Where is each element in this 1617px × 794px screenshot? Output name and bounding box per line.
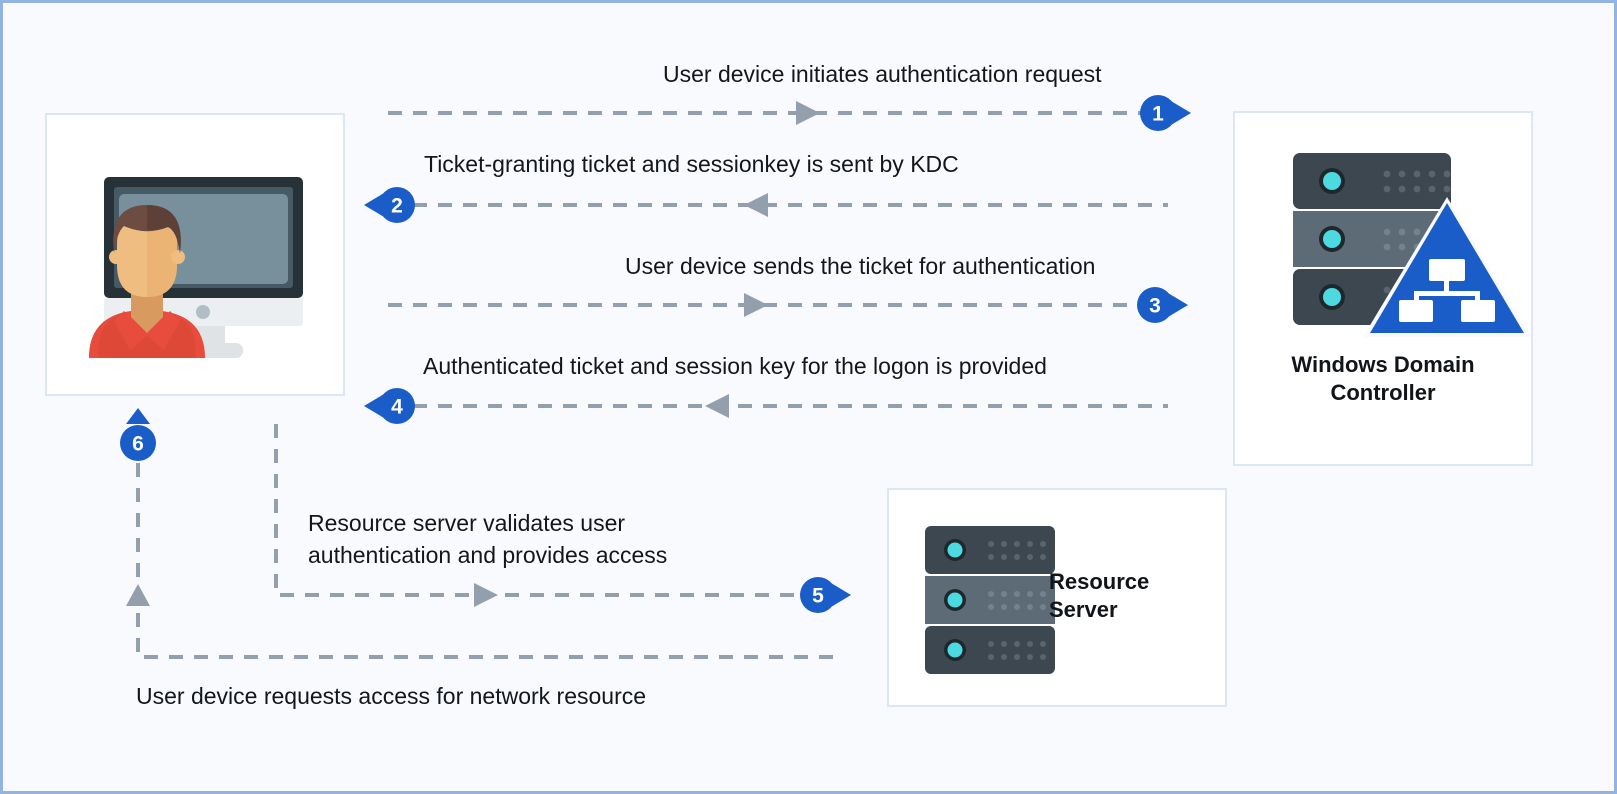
step-4-badge-tip bbox=[364, 394, 384, 418]
step-1-badge-number: 1 bbox=[1152, 103, 1164, 126]
step-5-label: Resource server validates user authentica… bbox=[308, 508, 667, 571]
server-stack-with-network-triangle-icon bbox=[1293, 153, 1531, 337]
user-at-computer-icon bbox=[89, 177, 303, 358]
step-6-badge-tip bbox=[126, 408, 150, 424]
rs-label-line2: Server bbox=[1049, 597, 1118, 623]
step-2-badge[interactable] bbox=[379, 187, 415, 223]
step-5-badge[interactable] bbox=[800, 577, 836, 613]
node-card-user-device[interactable] bbox=[45, 113, 345, 396]
step-4-badge[interactable] bbox=[379, 388, 415, 424]
step-2-badge-tip bbox=[364, 193, 384, 217]
step-5-label-line2: authentication and provides access bbox=[308, 541, 668, 568]
step-1-label: User device initiates authentication req… bbox=[663, 61, 1102, 87]
step-6-label: User device requests access for network … bbox=[136, 683, 647, 709]
step-4-arrowhead bbox=[705, 394, 729, 418]
step-1-badge-tip bbox=[1171, 101, 1191, 125]
step-5-badge-number: 5 bbox=[812, 585, 824, 608]
step-2-arrowhead bbox=[744, 193, 768, 217]
step-1-arrowhead bbox=[796, 101, 820, 125]
step-3-arrowhead bbox=[744, 293, 768, 317]
step-6-line bbox=[136, 463, 833, 659]
rs-label-line1: Resource bbox=[1049, 569, 1150, 594]
connector-layer: 1 2 3 4 5 6 bbox=[120, 95, 1191, 659]
step-5-label-line1: Resource server validates user bbox=[308, 510, 626, 536]
server-stack-icon bbox=[925, 526, 1055, 674]
step-3-badge-tip bbox=[1168, 293, 1188, 317]
step-2-label: Ticket-granting ticket and sessionkey is… bbox=[424, 151, 959, 177]
step-5-arrowhead bbox=[474, 583, 498, 607]
step-5-line bbox=[274, 424, 798, 597]
step-2-badge-number: 2 bbox=[391, 195, 403, 218]
step-4-label: Authenticated ticket and session key for… bbox=[423, 353, 1047, 379]
step-5-badge-tip bbox=[831, 583, 851, 607]
step-3-badge[interactable] bbox=[1137, 287, 1173, 323]
dc-label-line2: Controller bbox=[1330, 380, 1436, 406]
dc-label-line1: Windows Domain bbox=[1291, 352, 1475, 377]
step-3-badge-number: 3 bbox=[1149, 295, 1161, 318]
step-4-badge-number: 4 bbox=[391, 396, 403, 419]
step-1-badge[interactable] bbox=[1140, 95, 1176, 131]
step-3-label: User device sends the ticket for authent… bbox=[625, 253, 1096, 279]
step-6-arrowhead bbox=[126, 584, 150, 606]
step-6-badge[interactable] bbox=[120, 425, 156, 461]
step-6-badge-number: 6 bbox=[132, 433, 144, 456]
